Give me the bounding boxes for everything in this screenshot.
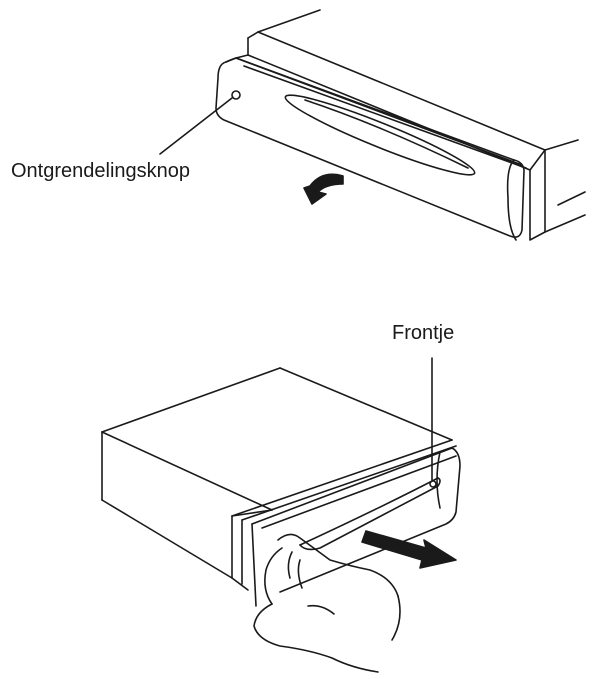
bottom-head-unit — [102, 368, 456, 590]
hand-illustration — [254, 534, 400, 672]
release-leader-line — [160, 98, 232, 154]
faceplate-dot — [430, 481, 436, 487]
top-faceplate — [216, 55, 526, 240]
pull-arrow — [362, 531, 456, 568]
bottom-faceplate — [252, 448, 460, 606]
release-button-dot — [232, 91, 240, 99]
release-button-label: Ontgrendelingsknop — [11, 160, 191, 182]
rotate-arrow — [304, 174, 343, 204]
faceplate-label: Frontje — [392, 322, 455, 344]
